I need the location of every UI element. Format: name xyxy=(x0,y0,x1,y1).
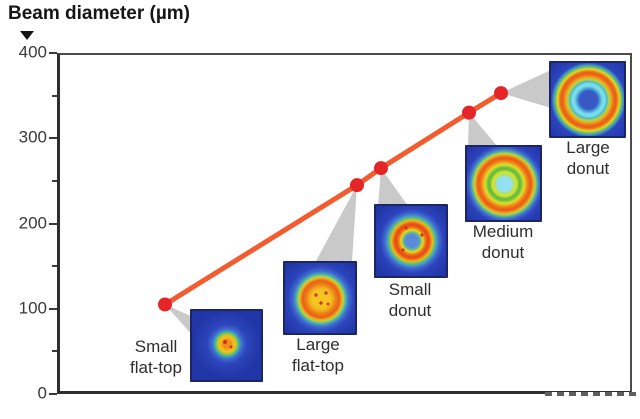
y-axis-major-tick xyxy=(49,393,57,395)
callout-wedge xyxy=(501,70,551,108)
caption-line: donut xyxy=(566,159,610,178)
small-flat-top-beam-profile-image xyxy=(190,309,263,382)
large-donut-beam-profile-image xyxy=(549,61,626,138)
axis-pointer-triangle-icon xyxy=(20,31,34,40)
y-tick-label: 300 xyxy=(18,127,47,147)
caption-line: Large xyxy=(296,335,340,354)
data-point-marker xyxy=(494,86,508,101)
y-axis-minor-tick xyxy=(52,265,57,268)
inset-caption-large-flat-top: Large flat-top xyxy=(262,334,374,376)
data-point-marker xyxy=(462,105,476,120)
y-axis-major-tick xyxy=(49,52,57,54)
y-tick-label: 0 xyxy=(37,383,47,403)
callout-wedge xyxy=(165,304,193,336)
inset-caption-large-donut: Large donut xyxy=(532,137,640,179)
y-axis-minor-tick xyxy=(52,350,57,353)
data-point-marker xyxy=(374,161,388,176)
caption-line: Small xyxy=(134,337,178,356)
caption-line: flat-top xyxy=(130,358,182,377)
callout-wedge xyxy=(468,112,498,147)
caption-line: Small xyxy=(388,280,432,299)
y-axis-major-tick xyxy=(49,307,57,310)
data-point-marker xyxy=(158,297,172,312)
y-tick-label: 200 xyxy=(18,213,47,233)
chart-title: Beam diameter (µm) xyxy=(8,3,191,24)
caption-line: donut xyxy=(481,243,525,262)
large-flat-top-beam-profile-image xyxy=(283,261,357,335)
inset-caption-small-flat-top: Small flat-top xyxy=(100,336,212,378)
y-axis-major-tick xyxy=(49,222,57,225)
inset-caption-small-donut: Small donut xyxy=(354,279,466,321)
data-point-marker xyxy=(350,178,364,193)
callout-wedge xyxy=(316,185,357,261)
y-axis-minor-tick xyxy=(52,94,57,97)
caption-line: donut xyxy=(388,301,432,320)
medium-donut-beam-profile-image xyxy=(465,145,542,222)
y-tick-label: 100 xyxy=(18,298,47,318)
y-axis-minor-tick xyxy=(52,179,57,182)
small-donut-beam-profile-image xyxy=(374,204,448,278)
caption-line: Large xyxy=(566,138,610,157)
bottom-edge-dashed-artifact xyxy=(545,392,640,396)
callout-wedge xyxy=(378,168,408,206)
caption-line: Medium xyxy=(472,222,534,241)
y-tick-label: 400 xyxy=(18,42,47,62)
caption-line: flat-top xyxy=(292,356,344,375)
y-axis-major-tick xyxy=(49,137,57,140)
inset-caption-medium-donut: Medium donut xyxy=(447,221,559,263)
